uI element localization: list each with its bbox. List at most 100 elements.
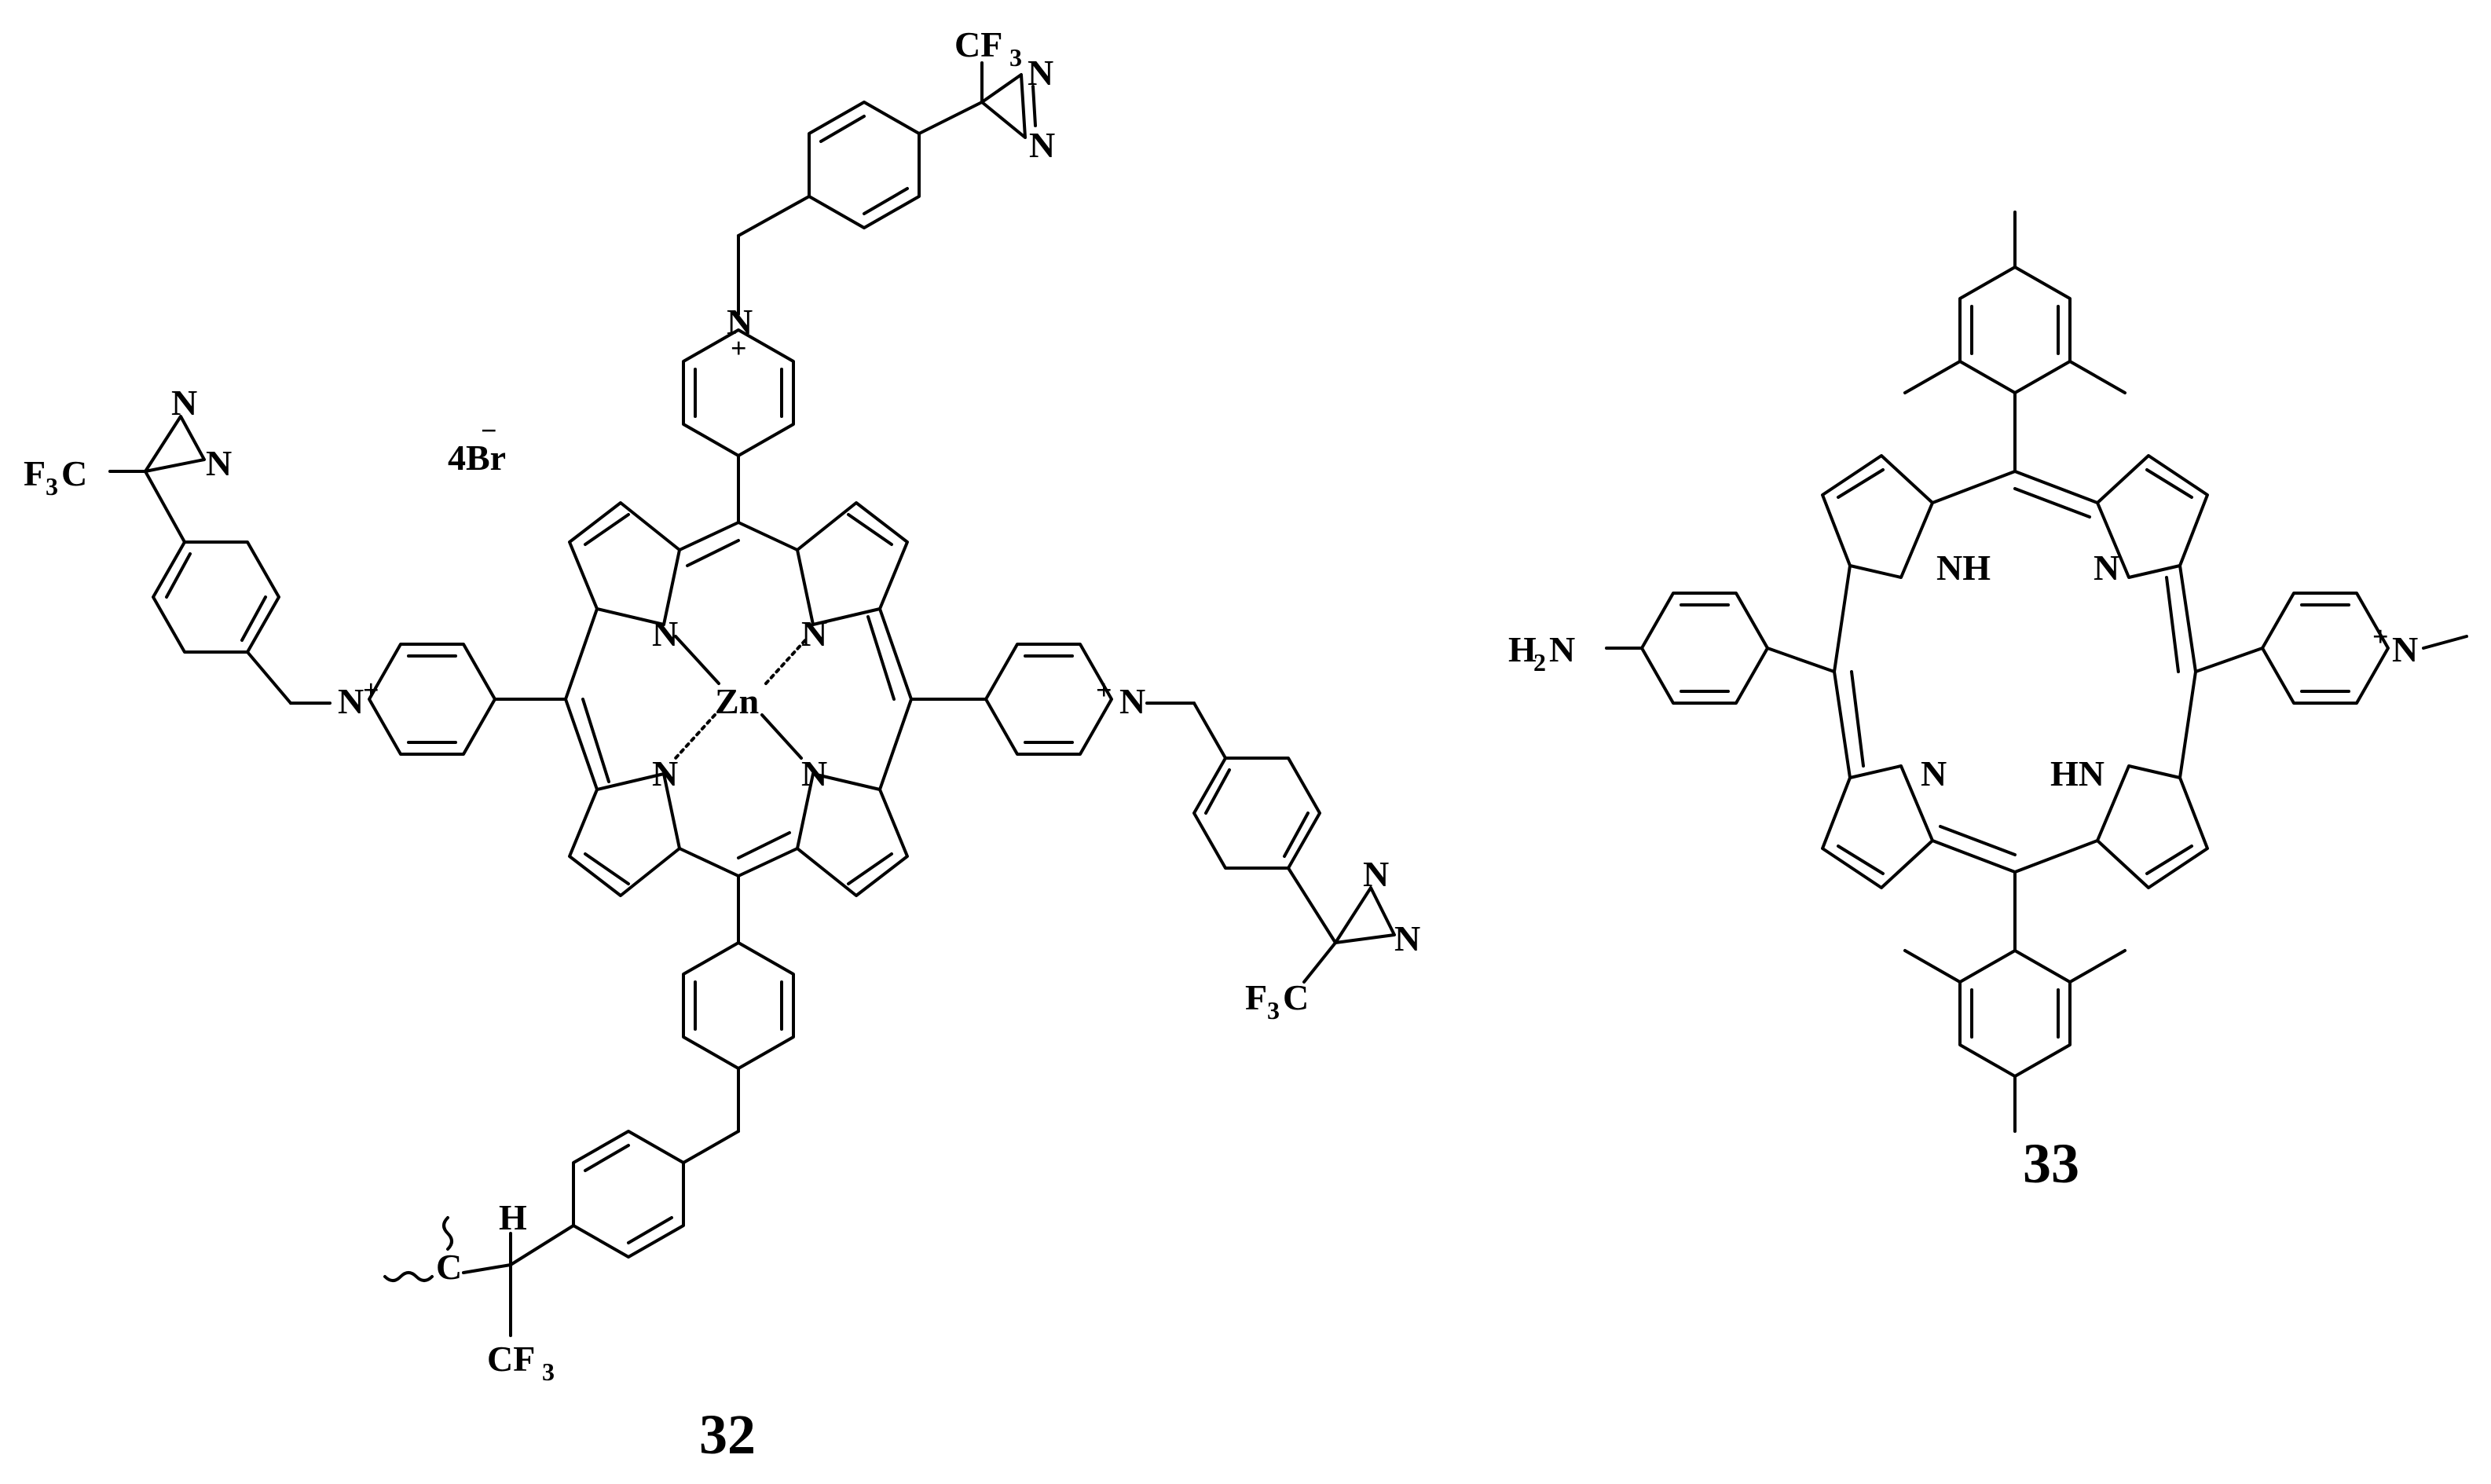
meso-left — [1833, 564, 1852, 779]
bond — [1302, 941, 1337, 984]
aminophenyl — [1640, 592, 1769, 705]
methyl — [1903, 949, 1962, 984]
atom-n: N — [801, 614, 827, 654]
compound-33 — [1605, 211, 2468, 1133]
atom-n: N — [1363, 854, 1389, 894]
atom-n-plus: N — [727, 302, 753, 342]
pyrrole-lower-right — [796, 772, 909, 897]
atom-n: N — [206, 443, 232, 483]
pyrrole-upper-left — [1821, 454, 1934, 579]
atom-n: N — [1029, 125, 1055, 165]
bond — [509, 1224, 575, 1266]
benzene-bottom — [682, 941, 795, 1070]
group-h2n-h: H — [1508, 629, 1537, 669]
bond — [1766, 647, 1836, 673]
zn-n-bond — [760, 713, 803, 760]
compound-label-32: 32 — [699, 1403, 756, 1466]
pyrrole-upper-right — [2096, 454, 2209, 579]
bond — [682, 1130, 740, 1164]
double-bond — [863, 187, 909, 215]
charge-plus: + — [731, 332, 747, 364]
compound-label-33: 33 — [2023, 1132, 2079, 1195]
double-bond — [819, 115, 866, 143]
bond — [246, 650, 292, 705]
pyrrole-lower-left — [1821, 764, 1934, 889]
atom-c: C — [436, 1247, 462, 1287]
wavy-bond — [442, 1216, 453, 1251]
diazirine-top — [980, 73, 1027, 139]
pyridinium — [2261, 592, 2390, 705]
atom-n: N — [2094, 548, 2119, 588]
compound-32-labels: N N N N Zn N + N + N + 4Br − CF 3 N N F … — [24, 24, 1420, 1466]
double-bond — [1031, 85, 1037, 127]
double-bond — [1939, 825, 2017, 856]
diazirine-right — [1334, 886, 1396, 944]
benzene-left — [152, 540, 280, 654]
double-bond — [1283, 812, 1310, 858]
pyridinium-top — [682, 328, 795, 457]
diazirine-left — [144, 415, 206, 473]
group-cf3: CF — [487, 1339, 535, 1379]
double-bond — [584, 852, 630, 885]
bond — [918, 101, 984, 135]
methyl — [2422, 635, 2468, 650]
subscript-3: 3 — [542, 1358, 555, 1386]
zn-n-bond-dashed — [764, 639, 807, 685]
double-bond — [847, 513, 893, 546]
meso-right — [2178, 564, 2197, 779]
meso-top — [678, 521, 799, 551]
zn-n-bond — [674, 635, 720, 685]
double-bond — [584, 513, 630, 546]
pyridinium-left — [368, 643, 496, 756]
benzene-right — [1192, 757, 1321, 870]
atom-n-plus: N — [2392, 629, 2418, 669]
wavy-bond — [383, 1271, 434, 1282]
double-bond — [240, 595, 267, 642]
charge-plus: + — [363, 674, 379, 705]
bond — [1287, 867, 1337, 944]
methyl — [1903, 360, 1962, 394]
counterion: 4Br — [448, 438, 506, 478]
pyrrole-upper-right — [796, 501, 909, 626]
methyl — [2068, 360, 2127, 394]
mesityl-bottom — [1958, 949, 2072, 1078]
double-bond — [2145, 845, 2193, 875]
atom-n-plus: N — [1119, 681, 1145, 721]
benzene-lower — [572, 1130, 685, 1259]
subscript-2: 2 — [1533, 648, 1546, 676]
double-bond — [847, 852, 893, 885]
atom-zn: Zn — [715, 681, 759, 721]
subscript-3: 3 — [46, 472, 58, 500]
double-bond — [581, 698, 610, 783]
double-bond — [2013, 487, 2091, 518]
charge-plus: + — [1096, 674, 1112, 705]
atom-n: N — [171, 383, 197, 423]
charge-plus: + — [2372, 621, 2389, 652]
counterion-charge: − — [481, 415, 497, 446]
group-cf3: CF — [954, 24, 1002, 64]
double-bond — [866, 615, 896, 701]
atom-nh: NH — [1936, 548, 1991, 588]
pyridinium-right — [984, 643, 1113, 756]
double-bond — [686, 539, 740, 567]
group-f3c-c: C — [1283, 977, 1309, 1017]
double-bond — [1837, 845, 1885, 875]
double-bond — [2145, 468, 2193, 499]
atom-n: N — [801, 753, 827, 793]
benzene-top — [808, 101, 921, 229]
double-bond — [2165, 576, 2180, 673]
bond — [462, 1263, 512, 1274]
double-bond — [1850, 670, 1865, 768]
subscript-3: 3 — [1009, 43, 1022, 71]
atom-n: N — [1394, 918, 1420, 958]
bond — [144, 470, 186, 544]
mesityl-top — [1958, 266, 2072, 394]
subscript-3: 3 — [1267, 996, 1280, 1024]
atom-hn: HN — [2050, 753, 2105, 793]
atom-h: H — [499, 1197, 527, 1237]
compound-33-labels: NH N N HN H 2 N N + 33 — [1508, 548, 2418, 1195]
zn-n-bond-dashed — [674, 713, 716, 760]
double-bond — [165, 552, 192, 599]
double-bond — [584, 1144, 630, 1172]
